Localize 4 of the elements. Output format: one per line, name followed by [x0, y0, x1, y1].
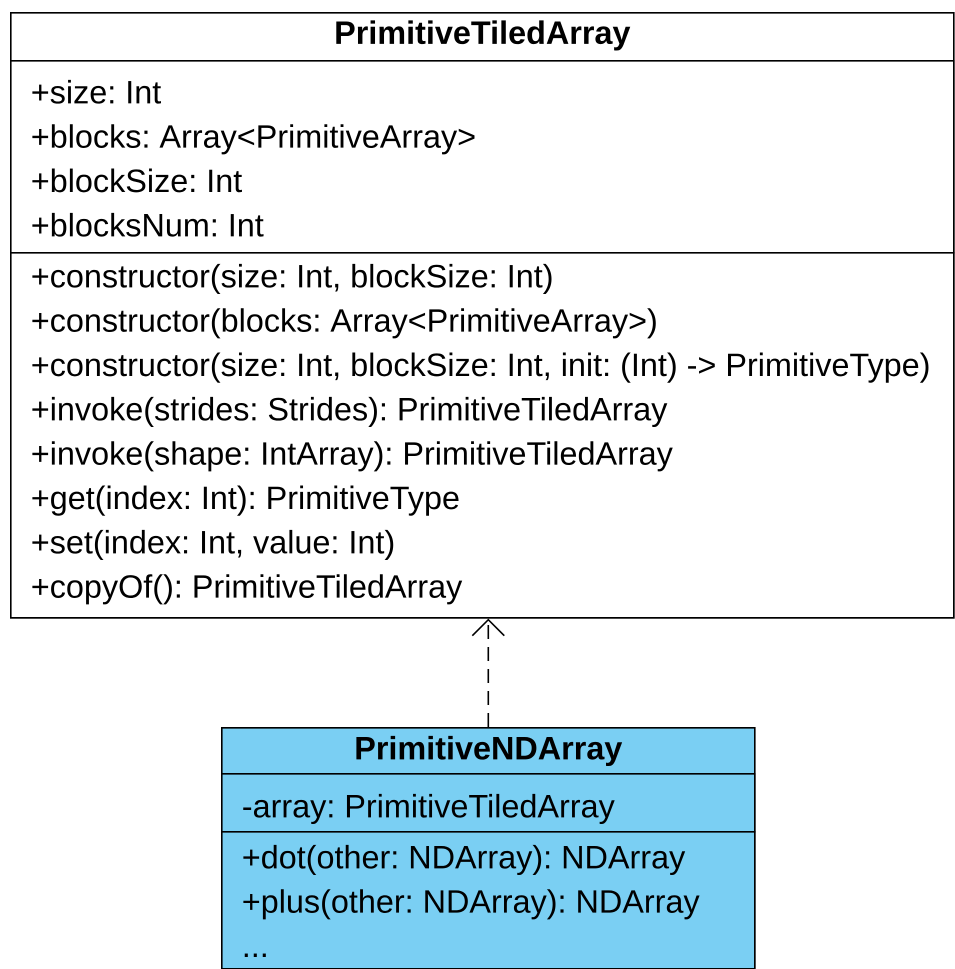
realization-arrow [472, 618, 505, 727]
attribute-compartment: +size: Int +blocks: Array<PrimitiveArray> +blockSize: Int +blocksNum: Int [10, 60, 955, 254]
attribute-compartment: -array: PrimitiveTiledArray [221, 773, 756, 833]
method-compartment: +constructor(size: Int, blockSize: Int) +constructor(blocks: Array<PrimitiveArray>) +constructor(size: Int, blockSize: Int, init: (Int) -> PrimitiveType) +invoke(strides: Strides): PrimitiveTiledArray +invoke(shape: IntArray): PrimitiveTiledArray +get(index: Int): PrimitiveType +set(index: Int, value: Int) +copyOf(): PrimitiveTiledArray [10, 252, 955, 619]
